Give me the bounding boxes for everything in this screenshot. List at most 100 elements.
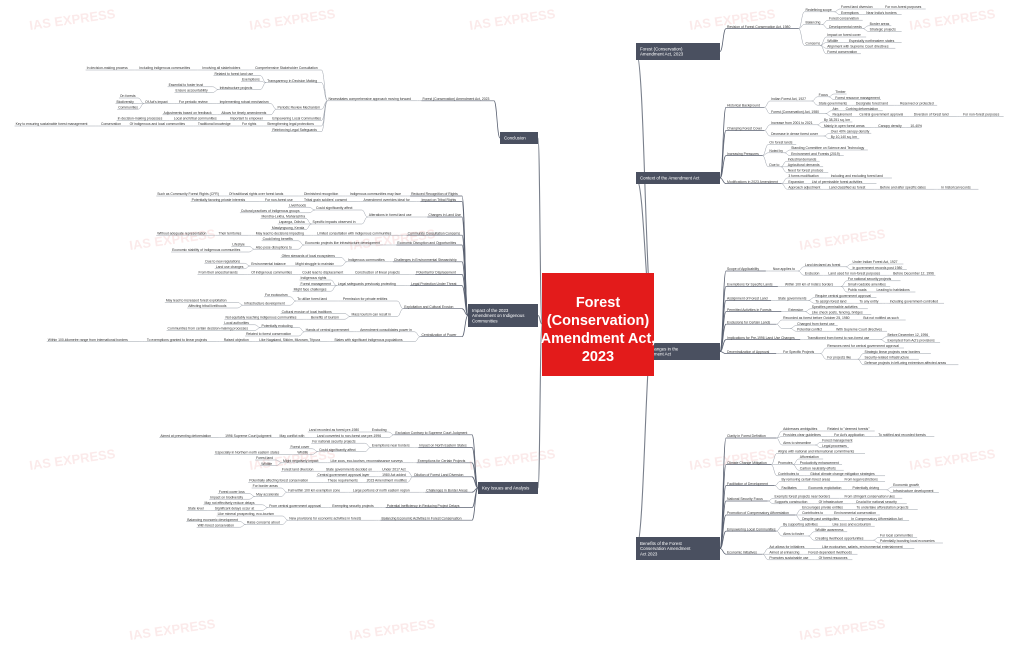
topic-node: States with significant indigenous popul… <box>334 338 403 342</box>
watermark-text: IAS EXPRESS <box>798 226 886 253</box>
topic-node: Environmental balance <box>251 262 286 266</box>
topic-node: Not equitably reaching indigenous commun… <box>225 315 296 319</box>
topic-node: Land recorded as forest pre-1980 <box>309 428 359 432</box>
connector <box>305 223 312 230</box>
connector <box>281 491 288 497</box>
topic-node: Especially northeastern states <box>849 39 895 43</box>
connector <box>762 553 769 561</box>
topic-node: Forest conservation <box>829 16 859 20</box>
topic-node: Alignment with Supreme Court directives <box>827 44 889 48</box>
topic-node: Wildlife <box>827 39 838 43</box>
topic-node: By removing certain forest areas <box>781 478 830 482</box>
topic-node: Key to ensuring sustainable forest manag… <box>16 122 88 126</box>
topic-node: Of indigenous and local communities <box>130 122 186 126</box>
topic-node: Amendment overrides ideal for <box>364 198 411 202</box>
topic-node: Developmental needs <box>829 25 862 29</box>
topic-node: Forest (Conservation) Act, 1980 <box>771 110 819 114</box>
topic-node: 2023 Amendment modifies <box>367 479 407 483</box>
topic-node: Wildlife <box>297 451 308 455</box>
topic-node: Historical Background <box>727 104 760 108</box>
topic-node: Clarity in Forest Definition <box>727 434 766 438</box>
topic-node: Conservation <box>101 122 121 126</box>
topic-node: For Act's application <box>834 433 864 437</box>
topic-node: For periodic review <box>179 100 208 104</box>
topic-node: But not notified as such <box>863 316 898 320</box>
connector <box>308 209 316 214</box>
connector <box>290 300 297 306</box>
connector <box>260 75 267 83</box>
connector <box>815 444 822 449</box>
branch-title-line: Conclusion <box>504 136 526 141</box>
topic-node: May not effectively reduce delays <box>204 501 254 505</box>
topic-node: In decision-making processes <box>118 117 163 121</box>
topic-node: To notified and recorded forests <box>878 433 926 437</box>
topic-node: Land use changes <box>216 265 244 269</box>
branch-box <box>636 343 720 360</box>
connector <box>275 462 283 466</box>
connector <box>407 470 414 478</box>
topic-node: Supports construction <box>775 500 808 504</box>
connector <box>262 504 269 508</box>
topic-node: Requirement <box>832 113 851 117</box>
topic-node: Forest resource management <box>835 96 880 100</box>
connector <box>719 155 727 179</box>
connector <box>361 216 368 225</box>
topic-node: Comprehensive Stakeholder Consultation <box>255 66 318 70</box>
connector-layer <box>94 8 963 561</box>
topic-node: Impact on forest cover <box>827 33 861 37</box>
topic-node: Diminished recognition <box>304 192 338 196</box>
topic-node: Changing Forest Cover <box>727 127 763 131</box>
topic-node: Large portions of north eastern region <box>353 488 410 492</box>
topic-node: 3 forms modification <box>788 174 818 178</box>
topic-node: In historical records <box>941 185 971 189</box>
connector <box>795 509 802 516</box>
topic-node: Productivity enhancement <box>800 461 839 465</box>
branch-box <box>478 482 538 494</box>
connector <box>364 447 371 452</box>
branch-b0: Forest (Conservation)Amendment Act, 2023 <box>636 43 720 60</box>
topic-node: Forest land diversion <box>282 467 314 471</box>
connector <box>820 353 827 360</box>
topic-node: 10-40% <box>910 124 922 128</box>
topic-node: Forest (Conservation) Amendment Act, 202… <box>422 97 489 101</box>
topic-node: Their territories <box>219 231 242 235</box>
central-to-branch-connector <box>537 323 543 489</box>
connector <box>361 209 368 218</box>
connector <box>364 442 371 448</box>
connector <box>808 300 815 304</box>
connector <box>811 96 818 102</box>
topic-node: Due to <box>769 163 779 167</box>
topic-node: Often stewards of local ecosystems <box>282 254 336 258</box>
topic-node: Like mineral prospecting, eco-tourism <box>218 512 275 516</box>
connector <box>407 476 414 483</box>
topic-node: Creating livelihood opportunities <box>815 536 864 540</box>
topic-node: Essential to foster trust <box>169 83 204 87</box>
topic-node: Lifestyle <box>232 243 245 247</box>
connector <box>312 451 319 455</box>
connector <box>308 206 316 211</box>
branch-box <box>636 172 720 184</box>
topic-node: Mass tourism can result in <box>352 313 391 317</box>
watermark-text: IAS EXPRESS <box>128 616 216 643</box>
topic-node: From their ancestral lands <box>199 271 239 275</box>
connector <box>767 500 774 505</box>
topic-node: Economic stability of indigenous communi… <box>172 248 241 252</box>
branch-b6: Key Issues and Analysis <box>478 482 538 494</box>
topic-node: Cultural erosion of local traditions <box>282 310 332 314</box>
topic-node: May lead to increased forest exploitatio… <box>166 299 227 303</box>
connector <box>764 107 771 114</box>
topic-node: Dilution of Forest Land Diversion <box>414 473 463 477</box>
topic-node: From stringent conservation rules <box>844 494 895 498</box>
topic-node: Encourages private entities <box>802 506 843 510</box>
topic-node: Modifications in 2023 Amendment <box>727 180 778 184</box>
connector <box>254 327 261 331</box>
connector <box>249 496 256 500</box>
connector <box>790 328 797 332</box>
topic-node: Involving all stakeholders <box>202 66 240 70</box>
topic-node: National Security Focus <box>727 497 763 501</box>
connector <box>808 535 815 541</box>
topic-node: Infrastructure development <box>244 301 284 305</box>
connector <box>764 130 771 137</box>
connector <box>471 476 479 489</box>
